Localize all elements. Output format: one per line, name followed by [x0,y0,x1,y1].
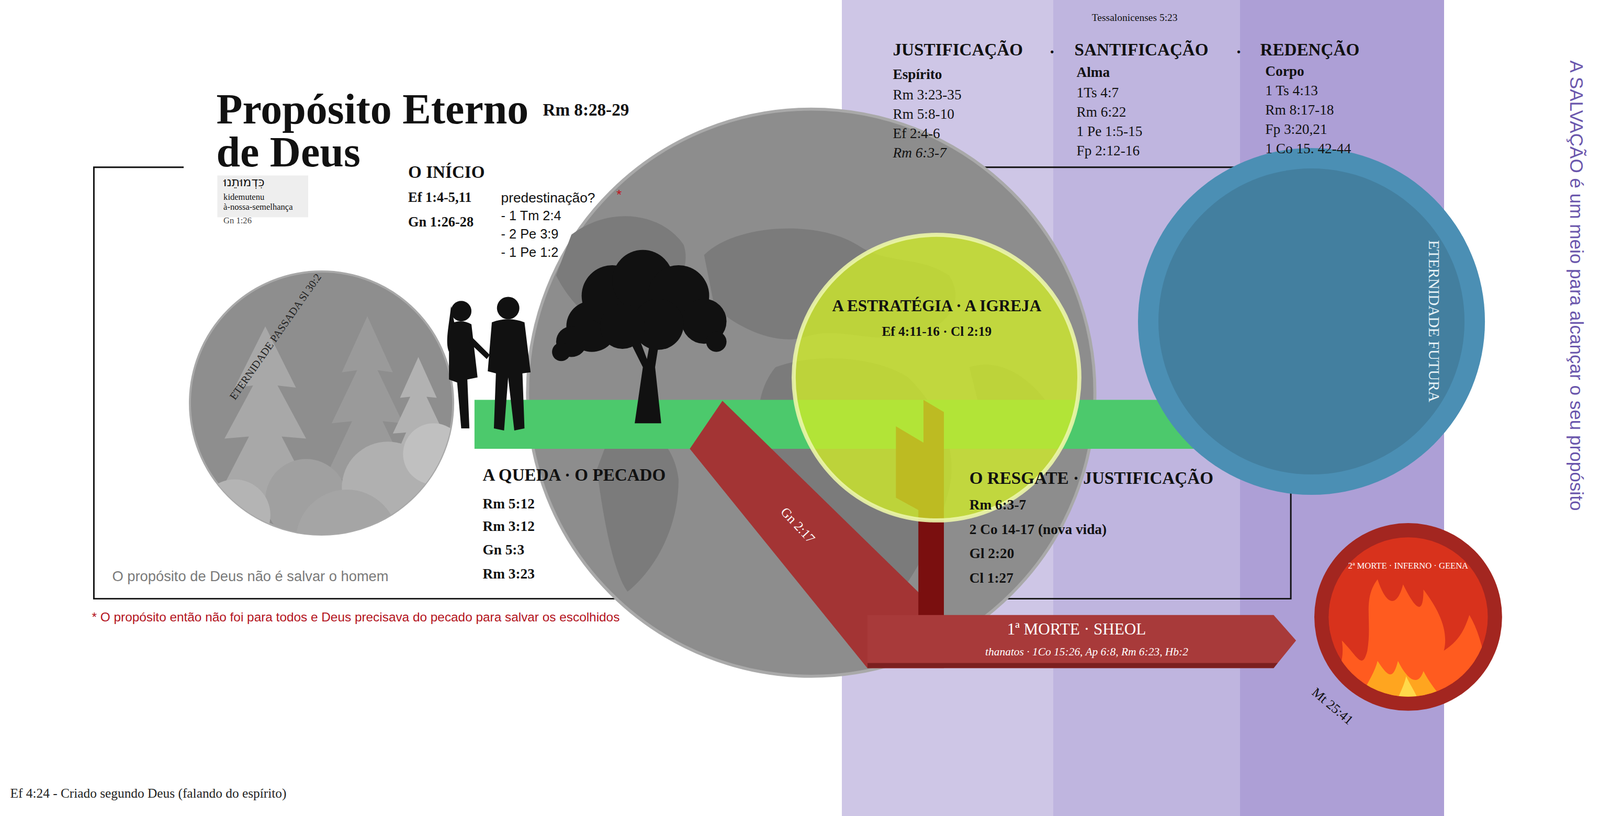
annotation-label: Rm 3:23 [482,566,535,583]
node-label: Rm 5:8-10 [892,106,955,123]
flames-part-part [1326,579,1490,723]
node-label: Ef 2:4-6 [892,125,940,142]
globe-continent-part [596,425,679,592]
diagram-title: Propósito Eterno de Deus [216,87,554,174]
node-label: JUSTIFICAÇÃO [892,39,1023,60]
couple-silhouette-part [487,319,531,431]
node-label: 1ª MORTE · SHEOL [1007,620,1147,639]
hebrew-word-box [217,175,309,218]
node-label: Rm 6:3-7 [892,144,946,162]
annotation-label: Rm 6:3-7 [969,497,1027,514]
node-label: Rm 3:23-35 [892,86,962,104]
couple-silhouette-part [497,296,520,320]
node-label: ETERNIDADE FUTURA [1424,240,1443,403]
annotation-label: * O propósito então não foi para todos e… [92,610,621,625]
node-label: REDENÇÃO [1260,39,1360,60]
node-label: thanatos · 1Co 15:26, Ap 6:8, Rm 6:23, H… [985,645,1189,659]
flames-part [1326,579,1490,723]
tree-silhouette [551,250,727,424]
annotation-label: · [1235,41,1242,62]
annotation-label: Gn 1:26-28 [408,214,474,231]
annotation-label: כִּדְמוּתֵנוּ [223,175,265,190]
globe-part [527,109,1095,677]
tree-silhouette-part [706,331,727,353]
tree-silhouette-part [551,342,571,362]
node-label: 1 Pe 1:5-15 [1076,123,1143,140]
annotation-label: Rm 3:12 [482,518,535,535]
annotation-label: * [616,186,622,203]
annotation-label: à-nossa-semelhança [223,201,293,212]
node-label: Fp 2:12-16 [1076,142,1141,160]
circle-outline [1137,148,1485,495]
couple-silhouette-part [469,336,490,360]
annotation-label: Gl 2:20 [969,545,1015,562]
node-label: 1 Co 15. 42-44 [1265,140,1351,157]
annotation-label: · [1049,41,1055,62]
node-label: 1 Ts 4:13 [1265,82,1318,99]
annotation-label: A QUEDA · O PECADO [482,465,666,486]
annotation-label: Ef 1:4-5,11 [408,189,472,206]
node-label: 2ª MORTE · INFERNO · GEENA [1348,561,1469,572]
future-eternity-circle: ETERNIDADE FUTURA [1137,148,1485,495]
annotation-label: - 1 Pe 1:2 [501,244,559,261]
arrow-band-outline [867,615,1297,669]
annotation-label: Tessalonicenses 5:23 [1091,12,1178,24]
forest-part [402,423,465,485]
annotation-label: Cl 1:27 [969,570,1014,587]
annotation-label: Rm 8:28-29 [543,99,630,120]
annotation-label: - 1 Tm 2:4 [501,208,562,224]
forest-part [198,479,271,552]
node-label: Espírito [892,66,942,83]
annotation-label: O propósito de Deus não é salvar o homem [112,568,389,585]
annotation-label: Gn 5:3 [482,542,525,559]
annotation-label: Mt 25:41 [1309,684,1357,728]
inner-circle [1158,168,1465,475]
flames-part-part [1392,676,1422,723]
node-label: Alma [1076,64,1111,81]
node-label: 1Ts 4:7 [1076,84,1120,101]
node-label: Corpo [1265,63,1304,80]
annotation-label: O INÍCIO [408,162,485,183]
annotation-label: A SALVAÇÃO é um meio para alcançar o seu… [1565,60,1587,512]
node-label: Ef 4:11-16 · Cl 2:19 [881,323,992,340]
annotation-label: kidemutenu [223,192,265,202]
annotation-label: predestinação? [501,189,596,206]
first-death-band: 1ª MORTE · SHEOL thanatos · 1Co 15:26, Ap… [867,612,1299,672]
annotation-label: 2 Co 14-17 (nova vida) [969,521,1107,538]
forest [198,316,465,593]
couple-silhouette-part [451,300,472,322]
flames [1326,579,1490,723]
node-label: Fp 3:20,21 [1265,121,1327,138]
node-label: SANTIFICAÇÃO [1074,39,1209,60]
diagram-caption: Ef 4:24 - Criado segundo Deus (falando d… [10,785,287,802]
annotation-label: - 2 Pe 3:9 [501,226,559,242]
annotation-label: Rm 5:12 [482,496,535,513]
node-label: Rm 8:17-18 [1265,102,1334,119]
annotation-label: Gn 1:26 [223,215,252,226]
flames-part-part [1357,661,1455,723]
annotation-label: Gn 2:17 [777,504,819,547]
arrow-band-edge [867,663,1278,669]
tree-silhouette-part [600,303,646,349]
node-label: A ESTRATÉGIA · A IGREJA [831,296,1042,316]
node-label: Rm 6:22 [1076,104,1127,121]
couple-silhouette-part [448,321,478,429]
annotation-label: O RESGATE · JUSTIFICAÇÃO [969,468,1214,489]
couple-silhouette [447,296,531,431]
globe [527,109,1095,677]
